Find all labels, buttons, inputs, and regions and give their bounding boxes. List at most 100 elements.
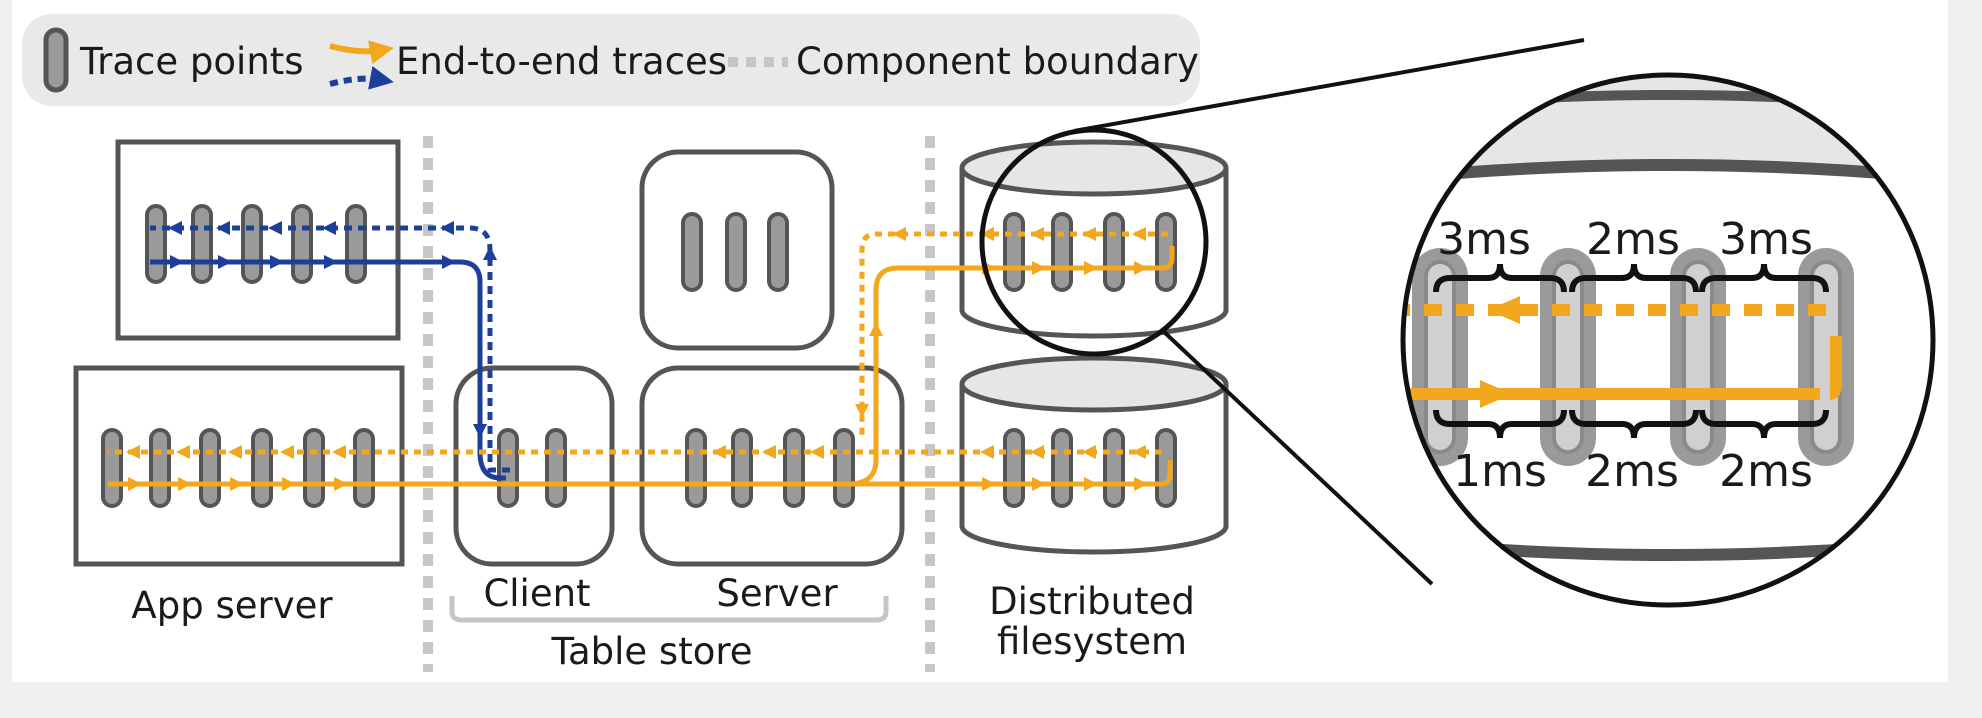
legend-component-boundary-label: Component boundary <box>796 40 1199 83</box>
zoom-braces-top <box>1433 263 1829 293</box>
zoom-connector-top <box>1073 38 1585 133</box>
table-store-client-box <box>453 365 615 567</box>
legend-trace-points-label: Trace points <box>79 40 304 83</box>
trace-point-app-top-3 <box>241 204 263 284</box>
app-server-bottom-box <box>73 365 405 567</box>
trace-point-table-top-1 <box>681 212 703 292</box>
filesystem-disk-bottom <box>959 355 1229 555</box>
zoom-circle-fill <box>1403 75 1933 605</box>
end-to-end-trace-legend-icon <box>329 40 394 90</box>
trace-point-fs-top-3 <box>1103 212 1125 292</box>
orange-arrow-bottom-response-1 <box>126 445 140 459</box>
orange-arrow-bottom-request-8 <box>1084 477 1098 491</box>
orange-arrow-bottom-request-7 <box>1032 477 1046 491</box>
legend-end-to-end-traces-label: End-to-end traces <box>396 40 727 83</box>
orange-arrow-bottom-request-3 <box>230 477 244 491</box>
blue-arrow-down-1 <box>473 424 487 438</box>
orange-arrow-bottom-response-9 <box>980 445 994 459</box>
trace-point-fs-bottom-2 <box>1051 428 1073 508</box>
app-server-label: App server <box>131 584 333 627</box>
orange-arrow-top-response-5 <box>892 227 906 241</box>
latency-top-1: 3ms <box>1437 214 1531 265</box>
client-label: Client <box>483 572 590 615</box>
distributed-filesystem: Distributed filesystem <box>959 139 1229 663</box>
trace-point-fs-bottom-4 <box>1155 428 1177 508</box>
orange-arrow-bottom-response-2 <box>176 445 190 459</box>
trace-point-app-bottom-6 <box>353 428 375 508</box>
trace-point-app-bottom-1 <box>101 428 123 508</box>
trace-point-fs-bottom-3 <box>1103 428 1125 508</box>
orange-arrow-top-request-2 <box>1032 261 1046 275</box>
table-store-bracket <box>449 596 889 623</box>
filesystem-label-line1: Distributed <box>989 580 1195 623</box>
trace-point-app-top-4 <box>291 204 313 284</box>
zoom-circle-outline <box>1400 72 1936 608</box>
orange-arrow-top-request-3 <box>1084 261 1098 275</box>
orange-arrow-bottom-response-3 <box>228 445 242 459</box>
trace-point-fs-bottom-1 <box>1003 428 1025 508</box>
blue-arrow-request-4 <box>324 255 338 269</box>
trace-point-table-top-3 <box>767 212 789 292</box>
brace-top-2 <box>1569 263 1699 293</box>
blue-arrow-request-3 <box>270 255 284 269</box>
orange-arrow-top-response-1 <box>980 227 994 241</box>
orange-arrow-bottom-response-12 <box>1132 445 1146 459</box>
orange-arrow-top-request-4 <box>1134 261 1148 275</box>
blue-trace-arrowheads <box>168 221 497 438</box>
latency-bottom-2: 2ms <box>1585 446 1679 497</box>
orange-trace-top-request <box>847 246 1175 487</box>
orange-arrow-down-1 <box>855 404 869 418</box>
trace-point-server-4 <box>833 428 855 508</box>
orange-arrow-bottom-response-11 <box>1082 445 1096 459</box>
orange-arrow-bottom-request-5 <box>334 477 348 491</box>
orange-arrow-bottom-request-2 <box>178 477 192 491</box>
orange-arrow-bottom-response-8 <box>810 445 824 459</box>
blue-arrow-request-1 <box>170 255 184 269</box>
trace-point-server-2 <box>731 428 753 508</box>
brace-bottom-2 <box>1569 409 1699 439</box>
orange-arrow-bottom-request-6 <box>982 477 996 491</box>
blue-arrow-response-4 <box>322 221 336 235</box>
legend: Trace points End-to-end traces Component… <box>22 14 1200 106</box>
zoom-arrow-right <box>1480 380 1512 408</box>
orange-arrow-bottom-response-5 <box>332 445 346 459</box>
table-store-top-box <box>639 149 835 351</box>
app-server: App server <box>73 139 405 627</box>
table-store-server-box <box>639 365 905 567</box>
latency-bottom-1: 1ms <box>1453 446 1547 497</box>
brace-bottom-3 <box>1699 409 1829 439</box>
trace-point-fs-top-2 <box>1051 212 1073 292</box>
trace-point-app-bottom-2 <box>149 428 171 508</box>
zoom-source-circle <box>979 127 1209 357</box>
orange-arrow-top-response-4 <box>1132 227 1146 241</box>
blue-arrow-request-5 <box>442 255 456 269</box>
orange-arrow-bottom-request-9 <box>1134 477 1148 491</box>
table-store-label: Table store <box>550 630 752 673</box>
server-label: Server <box>716 572 838 615</box>
trace-point-server-3 <box>783 428 805 508</box>
latency-bottom-3: 2ms <box>1719 446 1813 497</box>
legend-background <box>22 14 1200 106</box>
orange-arrow-bottom-response-6 <box>712 445 726 459</box>
trace-point-app-bottom-3 <box>199 428 221 508</box>
trace-point-app-top-1 <box>145 204 167 284</box>
blue-arrow-request-2 <box>218 255 232 269</box>
zoom-orange-turn <box>1828 336 1842 400</box>
trace-point-app-bottom-4 <box>251 428 273 508</box>
orange-arrow-bottom-response-10 <box>1030 445 1044 459</box>
trace-point-client-2 <box>545 428 567 508</box>
zoom-connector-bottom <box>1160 328 1434 586</box>
orange-arrow-bottom-request-4 <box>282 477 296 491</box>
latency-top-2: 2ms <box>1586 214 1680 265</box>
orange-arrow-bottom-request-1 <box>128 477 142 491</box>
trace-point-legend-icon <box>43 27 69 93</box>
app-server-top-box <box>115 139 401 341</box>
trace-point-fs-top-1 <box>1003 212 1025 292</box>
orange-trace-bottom-request <box>108 460 1173 487</box>
brace-bottom-1 <box>1433 409 1567 439</box>
brace-top-1 <box>1433 263 1567 293</box>
blue-arrow-response-2 <box>216 221 230 235</box>
zoom-braces-bottom <box>1433 409 1829 439</box>
orange-arrow-bottom-response-4 <box>280 445 294 459</box>
